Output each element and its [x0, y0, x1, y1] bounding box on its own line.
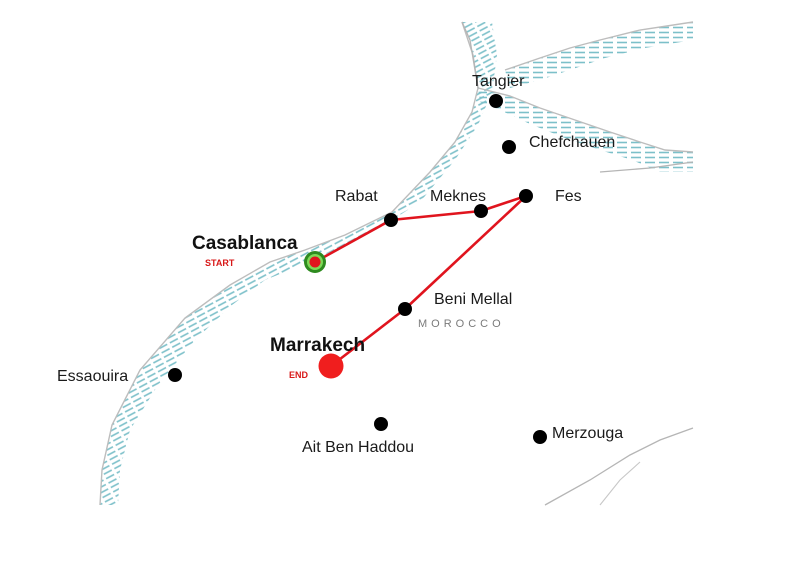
city-dot-essaouira: [168, 368, 182, 382]
city-dot-fes: [519, 189, 533, 203]
label-merzouga: Merzouga: [552, 425, 623, 442]
label-end: END: [289, 370, 309, 380]
label-casablanca: Casablanca: [192, 233, 298, 254]
label-marrakech: Marrakech: [270, 335, 365, 356]
city-dots: [168, 94, 547, 444]
route-segment: [479, 194, 528, 213]
route-segment: [389, 209, 483, 222]
route-segment: [403, 194, 528, 311]
city-labels: Tangier Chefchauen Rabat Meknes Fes Casa…: [57, 73, 623, 456]
mediterranean-coast: [477, 21, 694, 172]
label-chefchauen: Chefchauen: [529, 134, 615, 151]
city-dot-merzouga: [533, 430, 547, 444]
city-dot-ait-ben-haddou: [374, 417, 388, 431]
label-meknes: Meknes: [430, 188, 486, 205]
country-borders: [461, 21, 694, 506]
label-fes: Fes: [555, 188, 582, 205]
label-country: MOROCCO: [418, 318, 505, 330]
city-dot-tangier: [489, 94, 503, 108]
label-rabat: Rabat: [335, 188, 378, 205]
route-lines: [313, 194, 528, 368]
label-beni-mellal: Beni Mellal: [434, 291, 512, 308]
atlantic-coast: [99, 21, 497, 506]
route-segment: [313, 218, 393, 264]
label-ait-ben-haddou: Ait Ben Haddou: [302, 439, 414, 456]
label-essaouira: Essaouira: [57, 368, 128, 385]
city-dot-meknes: [474, 204, 488, 218]
end-marker: [318, 353, 344, 379]
city-dot-rabat: [384, 213, 398, 227]
city-dot-chefchauen: [502, 140, 516, 154]
city-dot-beni-mellal: [398, 302, 412, 316]
label-tangier: Tangier: [472, 73, 525, 90]
label-start: START: [205, 258, 235, 268]
start-marker: [304, 251, 326, 273]
route-segment: [329, 307, 407, 368]
